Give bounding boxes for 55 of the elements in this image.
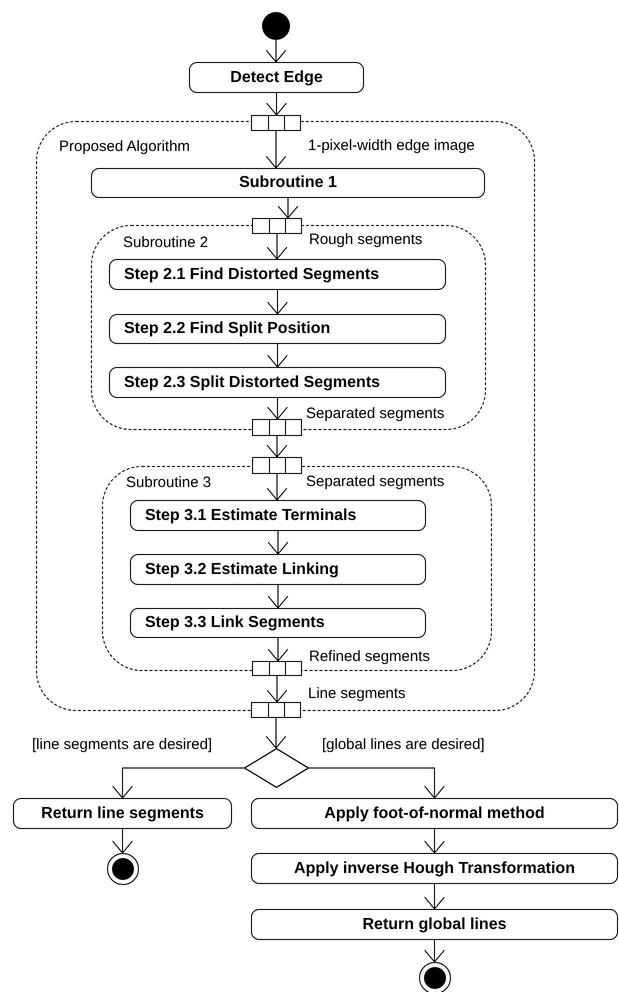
action-box: Subroutine 1 <box>91 168 485 198</box>
arrow <box>424 940 445 962</box>
action-box: Detect Edge <box>189 62 364 93</box>
arrow <box>266 676 288 702</box>
action-box: Step 3.3 Link Segments <box>130 608 426 638</box>
action-box: Apply inverse Hough Transformation <box>251 853 618 884</box>
action-box: Return global lines <box>251 909 618 940</box>
arrow <box>308 768 445 798</box>
action-box: Step 2.1 Find Distorted Segments <box>109 259 446 290</box>
arrow <box>266 130 286 168</box>
arrow <box>278 198 298 218</box>
end-node <box>419 962 451 992</box>
action-box: Step 2.2 Find Split Position <box>109 314 446 344</box>
dashed-region <box>102 466 492 671</box>
arrow <box>112 828 133 854</box>
arrow <box>266 436 288 458</box>
flow-label: Line segments <box>308 685 406 702</box>
start-node <box>262 12 290 40</box>
pin-box <box>252 457 302 474</box>
pin-box <box>252 218 302 234</box>
arrow <box>424 828 445 854</box>
arrow <box>268 584 288 608</box>
arrow <box>266 718 286 748</box>
dashed-region <box>91 225 486 430</box>
flow-label: Separated segments <box>306 405 444 422</box>
arrow <box>266 40 286 62</box>
action-box: Apply foot-of-normal method <box>251 798 618 829</box>
arrow <box>424 884 445 910</box>
pin-box <box>251 702 301 718</box>
region-title: Subroutine 3 <box>126 474 212 491</box>
arrow <box>267 290 288 314</box>
pin-box <box>252 661 302 676</box>
flow-label: Refined segments <box>309 648 430 665</box>
arrow <box>268 530 288 554</box>
arrow <box>112 768 244 798</box>
decision-diamond <box>244 748 309 788</box>
pin-box <box>251 115 301 131</box>
arrow <box>266 234 288 260</box>
flow-label: Rough segments <box>309 231 422 248</box>
flow-label: Separated segments <box>306 473 444 490</box>
action-box: Step 3.1 Estimate Terminals <box>130 500 426 531</box>
arrow <box>266 92 287 116</box>
action-box: Step 2.3 Split Distorted Segments <box>109 367 446 398</box>
region-title: Proposed Algorithm <box>59 138 190 155</box>
flow-label: 1-pixel-width edge image <box>308 137 475 154</box>
arrow <box>267 344 288 368</box>
arrow <box>268 638 288 662</box>
action-box: Step 3.2 Estimate Linking <box>130 554 426 585</box>
arrow <box>266 474 288 500</box>
dashed-region <box>36 121 535 711</box>
action-box: Return line segments <box>13 798 232 829</box>
pin-box <box>252 419 302 436</box>
end-node <box>107 853 139 885</box>
arrow <box>267 398 288 420</box>
region-title: Subroutine 2 <box>123 234 208 251</box>
